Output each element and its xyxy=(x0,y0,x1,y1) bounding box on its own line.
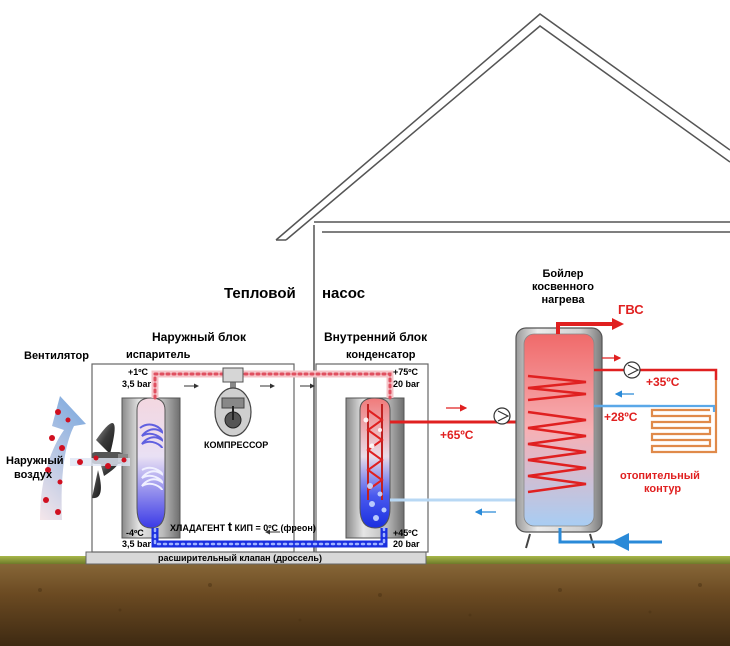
heating-circuit-label-2: контур xyxy=(644,483,682,495)
dhw-outlet-pipe xyxy=(556,322,612,334)
heating-circuit-label-1: отопительный xyxy=(620,470,700,482)
evaporator-bottom-temp: -4ºC xyxy=(126,528,144,538)
boiler-tank xyxy=(515,327,603,549)
ground xyxy=(0,560,730,646)
condenser-bottom-temp: +45ºC xyxy=(393,528,419,538)
floor-return-temp: +28ºC xyxy=(604,410,638,424)
boiler-coil xyxy=(527,410,587,494)
boiler-label-2: косвенного xyxy=(532,281,594,293)
refrigerant-suffix: КИП = 0ºC (фреон) xyxy=(234,523,316,533)
outdoor-air-arrow xyxy=(40,396,86,520)
compressor xyxy=(214,367,252,437)
outdoor-unit-title: Наружный блок xyxy=(152,330,246,344)
pump-icon xyxy=(493,407,511,425)
outdoor-air-label-1: Наружный xyxy=(6,455,64,467)
condenser-coil xyxy=(366,409,384,491)
evaporator-coil-top xyxy=(139,423,164,449)
evaporator-coil-bottom xyxy=(141,466,164,491)
refrigerant-t: t xyxy=(227,519,233,534)
compressor-label: КОМПРЕССОР xyxy=(204,440,269,450)
house xyxy=(275,13,730,556)
condenser-bottom-pressure: 20 bar xyxy=(393,539,420,549)
outdoor-air-label-2: воздух xyxy=(14,469,53,481)
indoor-unit-title: Внутренний блок xyxy=(324,330,428,344)
boiler-label-3: нагрева xyxy=(541,294,585,306)
floor-pump-icon xyxy=(623,361,641,379)
floor-supply-temp: +35ºC xyxy=(646,375,680,389)
dhw-label: ГВС xyxy=(618,302,644,317)
title-word-1: Тепловой xyxy=(224,285,296,302)
boiler-label-1: Бойлер xyxy=(542,268,584,280)
evaporator-bottom-pressure: 3,5 bar xyxy=(122,539,152,549)
air-particles xyxy=(43,409,127,515)
condenser-top-temp: +75ºC xyxy=(393,367,419,377)
fan-label: Вентилятор xyxy=(24,350,89,362)
refrigerant-prefix: ХЛАДАГЕНТ xyxy=(170,523,226,533)
heating-circuit-coil xyxy=(650,380,718,454)
condenser-label: конденсатор xyxy=(346,349,416,361)
evaporator-tank xyxy=(136,397,166,529)
refrigerant-label: ХЛАДАГЕНТ t КИП = 0ºC (фреон) xyxy=(170,519,316,534)
condenser-top-pressure: 20 bar xyxy=(393,379,420,389)
expansion-valve-label: расширительный клапан (дроссель) xyxy=(158,553,322,563)
title-word-2: насос xyxy=(322,285,366,302)
hot-supply-temp: +65ºC xyxy=(440,428,474,442)
evaporator-top-pressure: 3,5 bar xyxy=(122,379,152,389)
evaporator-label: испаритель xyxy=(126,349,191,361)
evaporator-top-temp: +1ºC xyxy=(128,367,149,377)
